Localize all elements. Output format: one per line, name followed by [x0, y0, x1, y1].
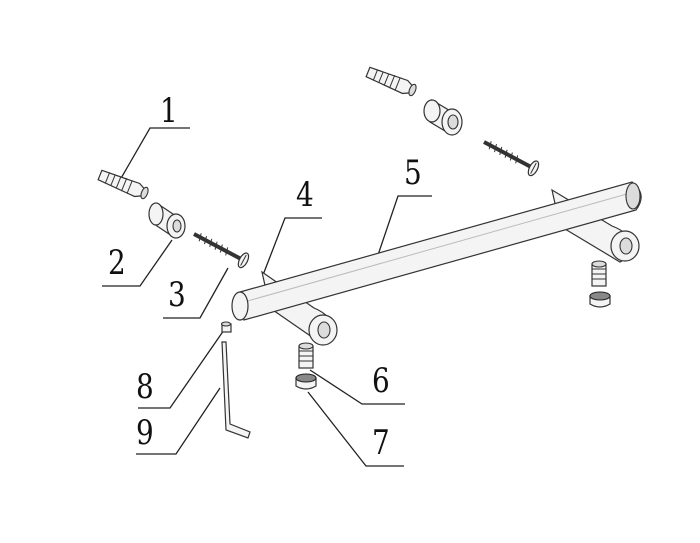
callout-3: 3: [168, 275, 186, 315]
leader-1: [119, 127, 190, 181]
leader-4: [262, 217, 322, 276]
callout-8: 8: [136, 367, 154, 407]
towel-bar: [231, 181, 642, 321]
callout-1: 1: [160, 91, 178, 131]
leader-5: [377, 195, 432, 256]
callout-5: 5: [404, 153, 422, 193]
cover-cap-right: [589, 291, 611, 308]
leader-3: [163, 267, 229, 319]
wall-anchor-right: [365, 66, 417, 97]
leader-2: [102, 239, 173, 287]
leader-9: [136, 387, 221, 455]
spacer-sleeve-left: [148, 202, 186, 239]
wall-anchor-left: [97, 169, 149, 200]
leader-6: [309, 369, 405, 405]
callout-6: 6: [372, 361, 390, 401]
small-plug: [220, 321, 232, 333]
wood-screw-right: [483, 140, 540, 177]
leader-lines: [102, 127, 432, 467]
callout-7: 7: [372, 423, 390, 463]
leader-8: [138, 329, 225, 409]
callout-9: 9: [136, 413, 154, 453]
set-screw-right: [591, 260, 607, 287]
wood-screw-left: [193, 232, 250, 269]
callout-2: 2: [108, 243, 126, 283]
cover-cap-center: [295, 373, 317, 390]
hex-key: [221, 341, 251, 439]
spacer-sleeve-right: [423, 98, 463, 136]
leader-7: [307, 391, 404, 467]
callout-4: 4: [296, 175, 314, 215]
set-screw-center: [298, 342, 314, 369]
